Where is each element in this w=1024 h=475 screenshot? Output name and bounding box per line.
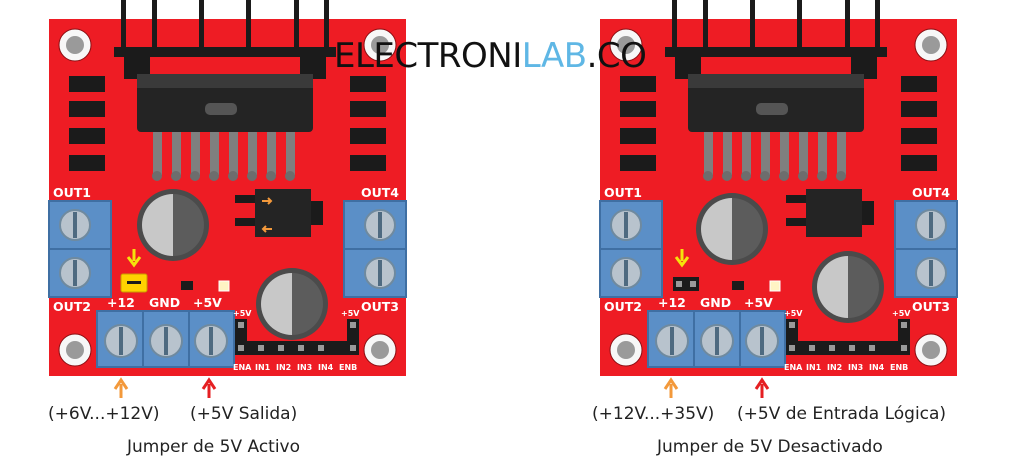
label-in1: IN1 (806, 363, 822, 372)
label-enb: ENB (339, 363, 357, 372)
output-arrow-icon-left (203, 380, 215, 398)
input-arrow-icon-right (665, 380, 677, 398)
label-in4: IN4 (318, 363, 334, 372)
label-out3: OUT3 (912, 299, 950, 314)
right-output-caption: (+5V de Entrada Lógica) (737, 404, 946, 424)
label-5v-header-left: +5V (233, 309, 252, 318)
label-in2: IN2 (276, 363, 291, 372)
label-out3: OUT3 (361, 299, 399, 314)
label-gnd: GND (149, 295, 180, 310)
label-gnd: GND (700, 295, 731, 310)
right-title: Jumper de 5V Desactivado (657, 437, 883, 457)
label-5v: +5V (744, 295, 773, 310)
left-input-caption: (+6V...+12V) (48, 404, 159, 424)
brand-part-2: LAB (522, 36, 587, 76)
input-arrow-icon-left (115, 380, 127, 398)
label-5v-header-right: +5V (892, 309, 911, 318)
output-arrow-icon-right (756, 380, 768, 398)
label-5v-header-left: +5V (784, 309, 803, 318)
label-in3: IN3 (848, 363, 863, 372)
label-in4: IN4 (869, 363, 885, 372)
label-enb: ENB (890, 363, 908, 372)
left-output-caption: (+5V Salida) (190, 404, 297, 424)
brand-part-3: .CO (587, 36, 647, 76)
label-12v: +12 (107, 295, 135, 310)
label-5v-header-right: +5V (341, 309, 360, 318)
label-out4: OUT4 (912, 185, 950, 200)
label-5v: +5V (193, 295, 222, 310)
label-out1: OUT1 (604, 185, 642, 200)
brand-watermark: ELECTRONILAB.CO (334, 36, 646, 76)
label-in1: IN1 (255, 363, 271, 372)
label-ena: ENA (233, 363, 252, 372)
label-ena: ENA (784, 363, 803, 372)
label-out2: OUT2 (53, 299, 91, 314)
brand-part-1: ELECTRONI (334, 36, 522, 76)
label-in3: IN3 (297, 363, 312, 372)
label-12v: +12 (658, 295, 686, 310)
label-out1: OUT1 (53, 185, 91, 200)
label-in2: IN2 (827, 363, 842, 372)
label-out2: OUT2 (604, 299, 642, 314)
left-title: Jumper de 5V Activo (127, 437, 300, 457)
right-board: OUT1 OUT2 OUT4 OUT3 +12 GND +5V +5V +5V … (600, 0, 957, 376)
label-out4: OUT4 (361, 185, 399, 200)
right-input-caption: (+12V...+35V) (592, 404, 714, 424)
